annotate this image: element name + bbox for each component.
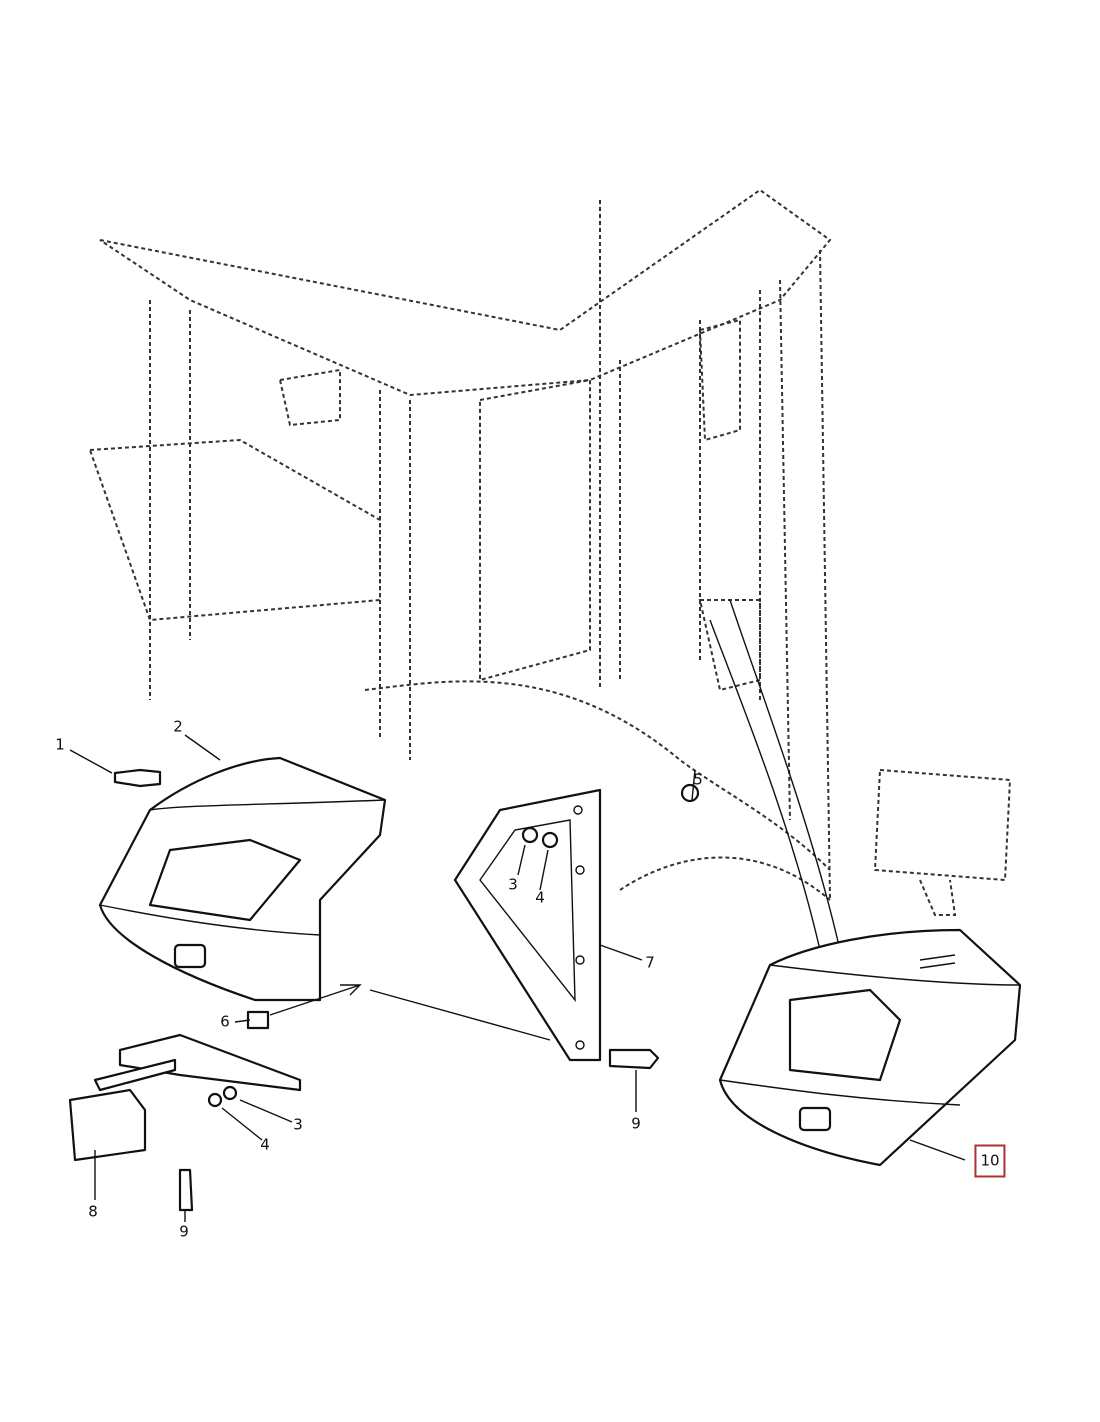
callout-8: 8 xyxy=(88,1202,98,1221)
fasteners xyxy=(113,768,700,1212)
cab-outline xyxy=(88,188,1012,951)
callout-6: 6 xyxy=(220,1012,230,1031)
callout-4: 4 xyxy=(260,1135,270,1154)
support-bracket xyxy=(68,1033,302,1162)
callout-4: 4 xyxy=(535,888,545,907)
callout-3: 3 xyxy=(508,875,518,894)
callout-10-highlighted[interactable]: 10 xyxy=(974,1144,1006,1178)
callout-7: 7 xyxy=(645,953,655,972)
callout-2: 2 xyxy=(173,717,183,736)
callout-3: 3 xyxy=(293,1115,303,1134)
right-fender xyxy=(718,928,1022,1167)
left-fender xyxy=(98,756,387,1002)
callout-9: 9 xyxy=(179,1222,189,1241)
triangular-bracket xyxy=(453,788,602,1062)
leader-lines xyxy=(69,734,966,1222)
callout-5: 5 xyxy=(693,770,703,789)
callout-1: 1 xyxy=(55,735,65,754)
callout-9: 9 xyxy=(631,1114,641,1133)
